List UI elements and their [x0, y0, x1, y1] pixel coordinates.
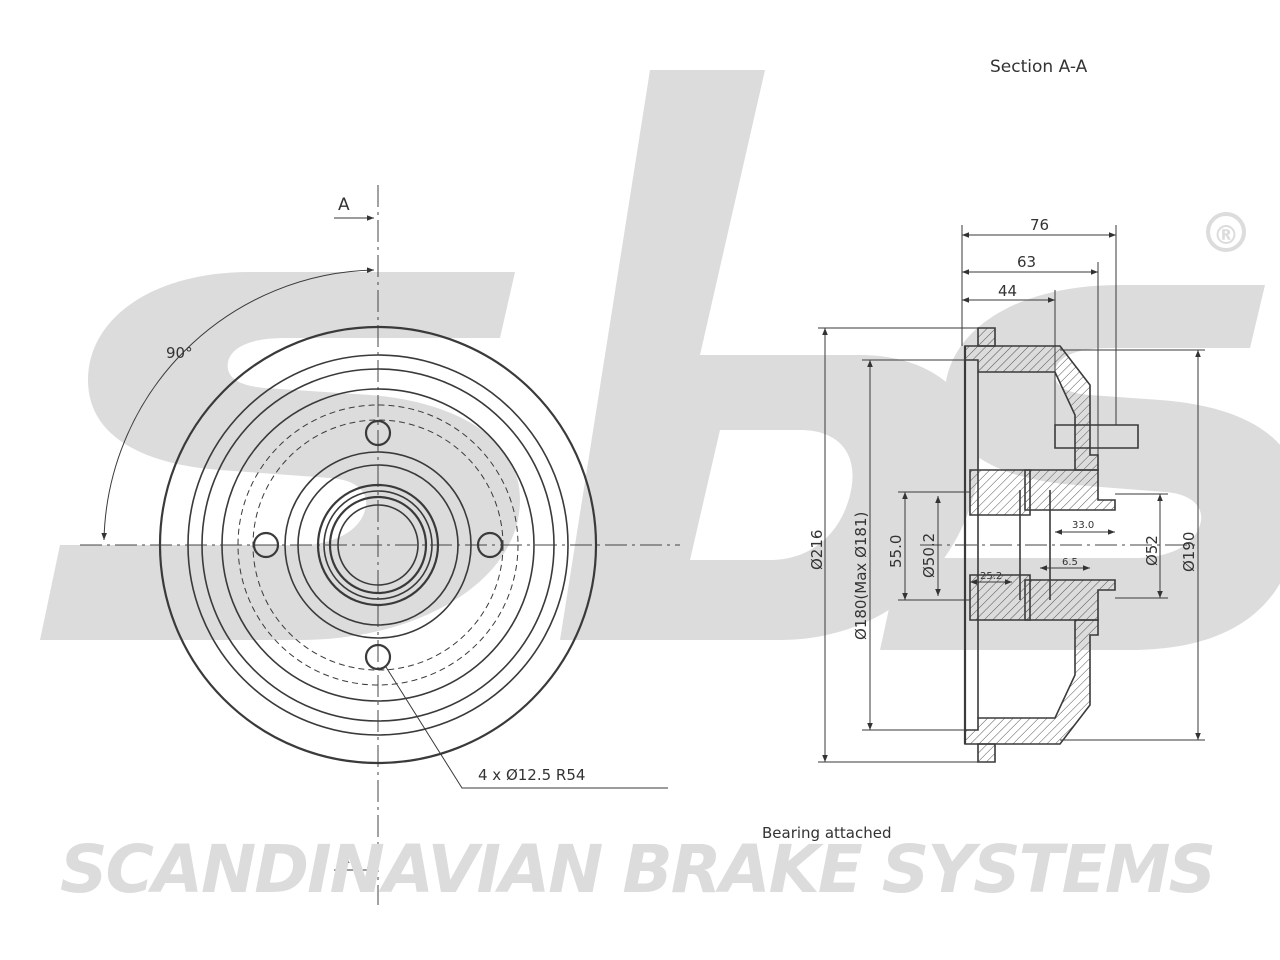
- dim-63: 63: [1017, 253, 1036, 271]
- bolt-pattern-label: 4 x Ø12.5 R54: [478, 766, 585, 784]
- dim-190: Ø190: [1180, 532, 1198, 572]
- dim-50-2: Ø50.2: [920, 533, 938, 578]
- section-marker-top: A: [338, 195, 350, 215]
- registered-mark: ®: [1213, 221, 1237, 251]
- company-name-watermark: SCANDINAVIAN BRAKE SYSTEMS: [60, 831, 1214, 908]
- dim-6-5: 6.5: [1062, 557, 1078, 568]
- section-title: Section A-A: [990, 57, 1088, 77]
- dim-76: 76: [1030, 216, 1049, 234]
- dim-216: Ø216: [808, 530, 826, 570]
- dim-55: 55.0: [887, 535, 905, 568]
- dim-25-2: 25.2: [980, 571, 1002, 582]
- dim-33: 33.0: [1072, 520, 1094, 531]
- section-view: [818, 225, 1205, 763]
- dim-44: 44: [998, 282, 1017, 300]
- bearing-note: Bearing attached: [762, 824, 892, 842]
- dim-180: Ø180(Max Ø181): [852, 512, 870, 640]
- section-marker-bottom: A: [338, 848, 350, 868]
- sbs-logo-watermark: [40, 70, 1280, 650]
- angle-label: 90°: [166, 344, 193, 362]
- front-view: [80, 185, 680, 905]
- dim-52: Ø52: [1143, 535, 1161, 566]
